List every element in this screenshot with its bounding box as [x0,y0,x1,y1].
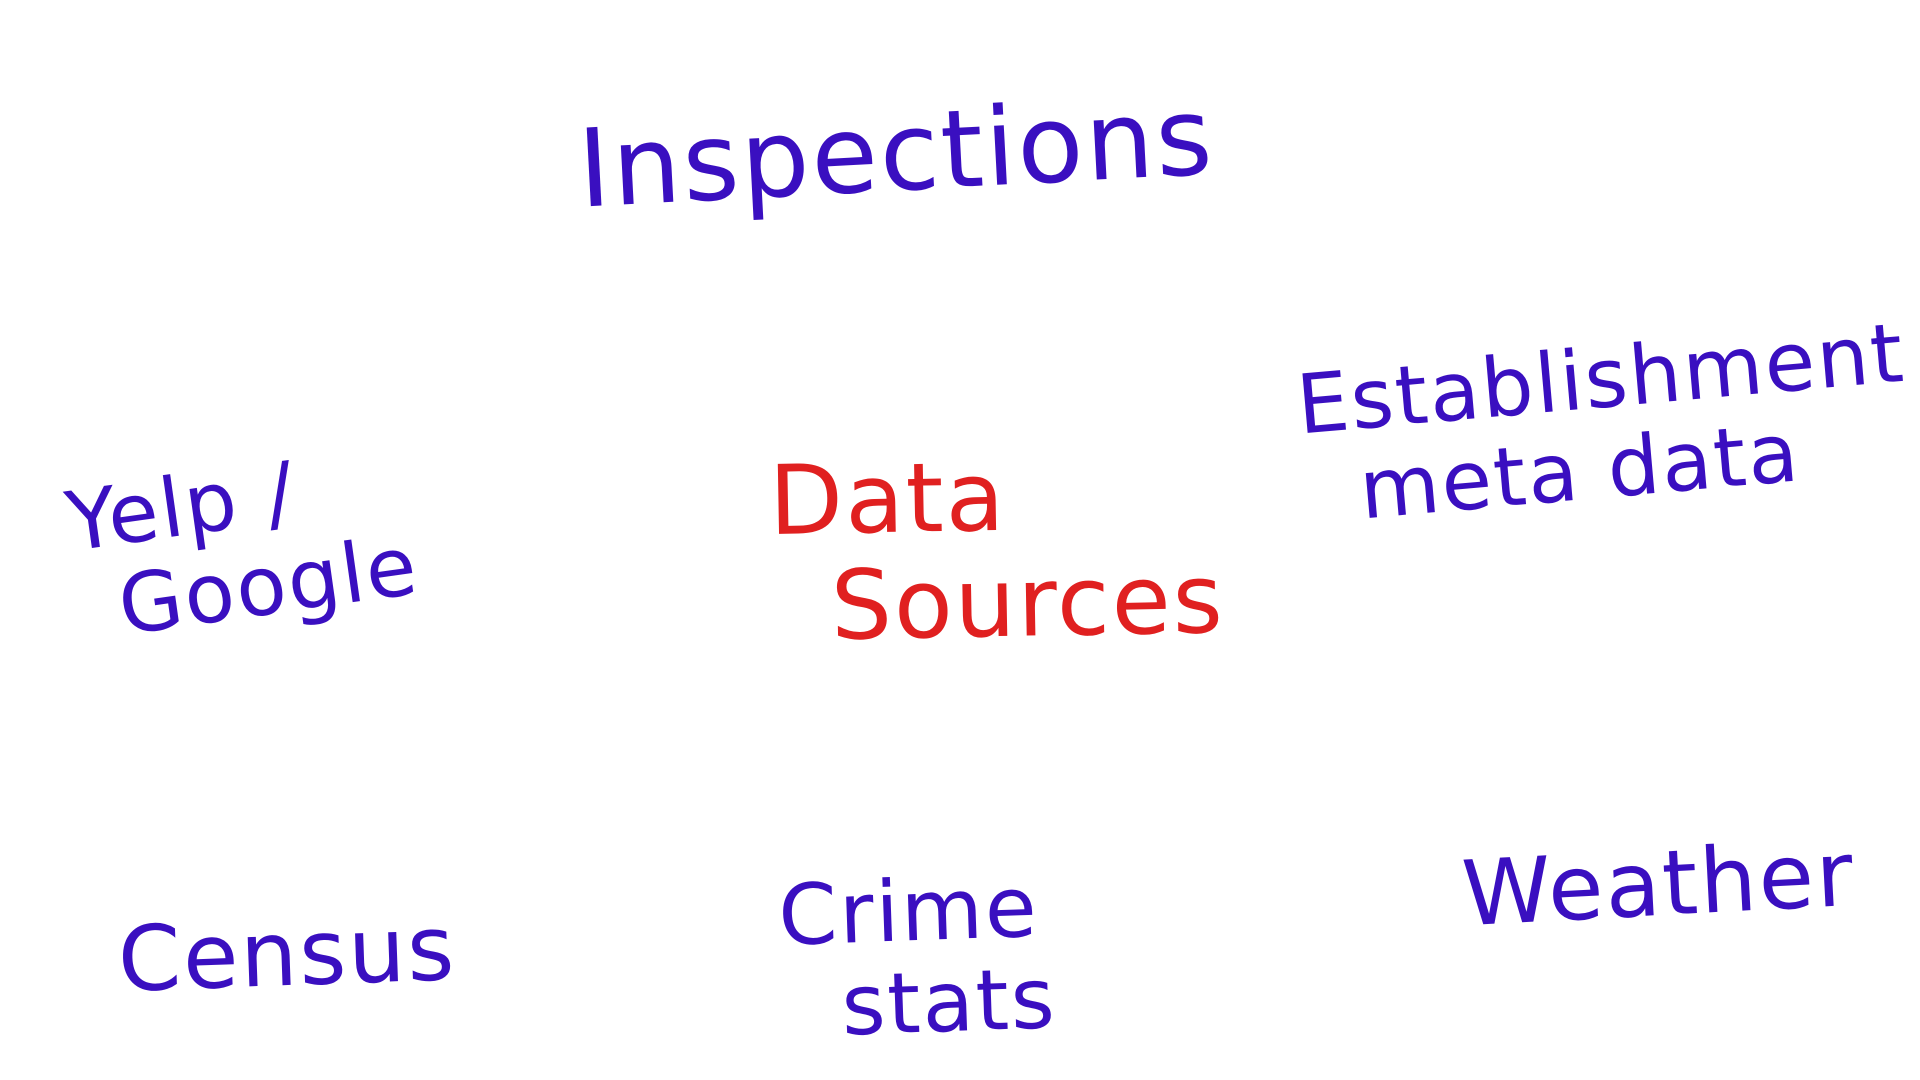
center-topic-data-sources: Data Sources [768,440,1226,662]
node-crime-stats: Crime stats [776,857,1059,1056]
node-weather-label: Weather [1459,821,1858,948]
node-weather: Weather [1459,821,1858,948]
node-inspections-label: Inspections [575,74,1217,233]
node-crime-line-2: stats [839,949,1059,1056]
node-census: Census [116,896,458,1013]
node-crime-line-1: Crime [776,857,1041,965]
center-topic-line-1: Data [768,440,1008,557]
node-yelp-google: Yelp / Google [61,432,425,658]
node-establishment-meta-data: Establishment meta data [1293,306,1916,542]
node-census-label: Census [116,896,458,1013]
center-topic-line-2: Sources [829,542,1226,662]
node-inspections: Inspections [575,74,1217,233]
